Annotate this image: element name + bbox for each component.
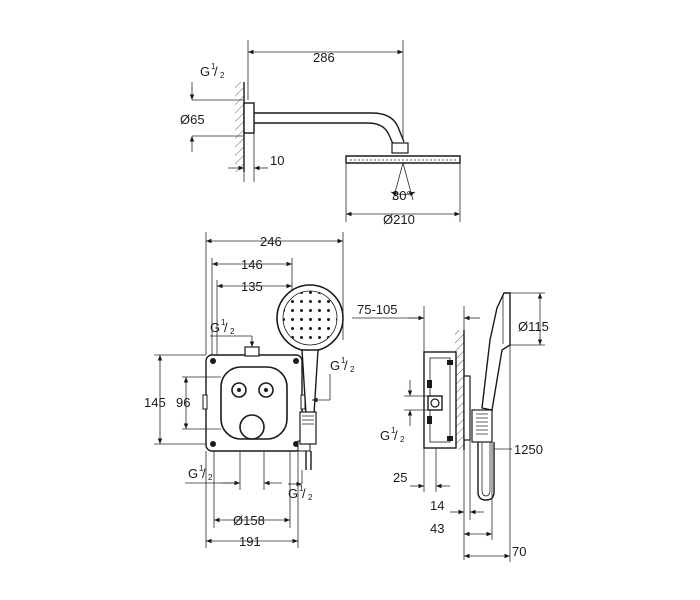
dim-1250: 1250 (514, 442, 543, 457)
wall-hatch-top (235, 82, 244, 172)
dim-191: 191 (239, 534, 261, 549)
thread-label-bottom-right: G 1 / 2 (288, 484, 313, 502)
svg-text:2: 2 (350, 365, 355, 374)
svg-text:1: 1 (299, 484, 304, 493)
dim-14: 14 (430, 498, 444, 513)
svg-text:1: 1 (341, 356, 346, 365)
svg-text:2: 2 (220, 71, 225, 80)
dim-10: 10 (270, 153, 284, 168)
dim-146: 146 (241, 257, 263, 272)
svg-text:1: 1 (391, 426, 396, 435)
svg-text:/: / (302, 486, 306, 501)
dim-145: 145 (144, 395, 166, 410)
svg-text:2: 2 (230, 327, 235, 336)
svg-text:/: / (344, 358, 348, 373)
dim-135: 135 (241, 279, 263, 294)
thread-label-side: G 1 / 2 (380, 426, 405, 444)
svg-text:1: 1 (211, 62, 216, 71)
shower-head (345, 155, 461, 164)
dim-d65: Ø65 (180, 112, 205, 127)
svg-text:1: 1 (199, 464, 204, 473)
dim-246: 246 (260, 234, 282, 249)
dim-43: 43 (430, 521, 444, 536)
dim-25: 25 (393, 470, 407, 485)
dim-d210: Ø210 (383, 212, 415, 227)
dim-286: 286 (313, 50, 335, 65)
dim-d158: Ø158 (233, 513, 265, 528)
wall-flange (243, 102, 255, 134)
thread-label-right: G 1 / 2 (330, 356, 355, 374)
svg-text:2: 2 (308, 493, 313, 502)
svg-text:G: G (288, 486, 298, 501)
overhead-shower-view: 30° 286 G 1 / 2 Ø65 10 Ø210 (180, 40, 461, 227)
side-hose (477, 442, 495, 501)
svg-text:/: / (224, 320, 228, 335)
thread-label-bottom-left: G 1 / 2 (188, 464, 213, 482)
shower-arm (254, 112, 405, 147)
svg-text:/: / (214, 64, 218, 79)
svg-text:G: G (188, 466, 198, 481)
svg-text:/: / (202, 466, 206, 481)
svg-text:1: 1 (221, 318, 226, 327)
side-hand-shower (481, 292, 511, 411)
wall-hatch-side (455, 330, 464, 450)
dim-96: 96 (176, 395, 190, 410)
svg-text:2: 2 (208, 473, 213, 482)
dim-75-105: 75-105 (357, 302, 397, 317)
dim-d115: Ø115 (518, 319, 549, 334)
svg-text:G: G (210, 320, 220, 335)
thread-label-box-top: G 1 / 2 (210, 318, 235, 336)
thread-label-top: G 1 / 2 (200, 62, 225, 80)
side-view: 75-105 Ø115 1250 G 1 / 2 25 14 (352, 292, 549, 562)
front-view: 246 146 135 G 1 / 2 G 1 / 2 14 (144, 232, 355, 549)
angle-label: 30° (392, 188, 412, 203)
svg-text:/: / (394, 428, 398, 443)
dim-70: 70 (512, 544, 526, 559)
svg-text:G: G (200, 64, 210, 79)
svg-text:G: G (380, 428, 390, 443)
thermostat-knob (239, 414, 265, 440)
svg-text:G: G (330, 358, 340, 373)
svg-text:2: 2 (400, 435, 405, 444)
